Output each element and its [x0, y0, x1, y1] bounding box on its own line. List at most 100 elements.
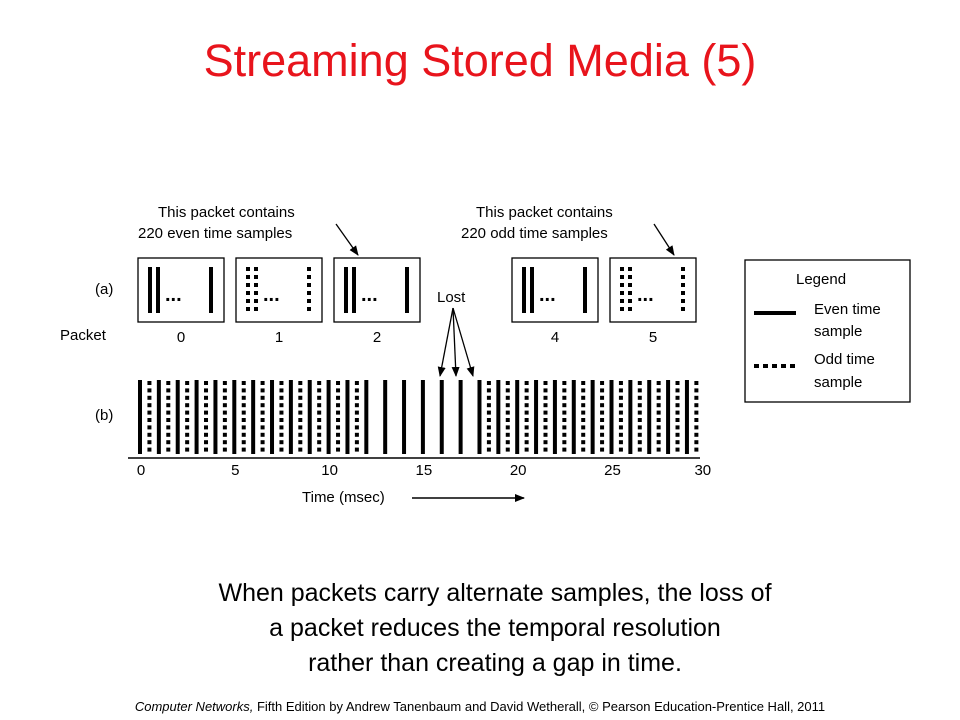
odd-sample-dot — [628, 299, 632, 303]
odd-sample-dot — [307, 275, 311, 279]
caption-line-1: When packets carry alternate samples, th… — [218, 579, 772, 607]
even-sample-bar — [209, 267, 213, 313]
time-tick-25: 25 — [604, 462, 621, 479]
odd-sample-dot — [246, 267, 250, 271]
even-sample-bar — [175, 380, 180, 454]
odd-sample-dot — [307, 291, 311, 295]
odd-sample-dot — [246, 307, 250, 311]
odd-sample-dot — [628, 291, 632, 295]
odd-sample-dot — [246, 299, 250, 303]
odd-sample-dot — [628, 275, 632, 279]
legend-box — [744, 259, 911, 403]
odd-sample-dot — [620, 307, 624, 311]
odd-sample-dot — [620, 267, 624, 271]
even-sample-bar — [288, 380, 293, 454]
lost-label: Lost — [437, 289, 466, 306]
even-sample-bar — [515, 380, 520, 454]
time-tick-5: 5 — [231, 462, 239, 479]
odd-sample-bar — [354, 381, 359, 452]
time-tick-10: 10 — [321, 462, 338, 479]
time-axis-label: Time (msec) — [302, 489, 385, 506]
even-sample-bar — [647, 380, 652, 454]
lost-arrow-2 — [451, 307, 460, 377]
odd-sample-bar — [317, 381, 322, 452]
annotation-even-arrow — [335, 223, 359, 256]
odd-sample-dot — [254, 267, 258, 271]
odd-sample-dot — [307, 299, 311, 303]
odd-sample-dot — [254, 307, 258, 311]
annotation-even-line1: This packet contains — [158, 204, 295, 221]
odd-sample-dot — [254, 275, 258, 279]
packet-number: 2 — [373, 329, 381, 346]
odd-sample-dot — [246, 275, 250, 279]
odd-sample-dot — [681, 299, 685, 303]
even-sample-bar — [684, 380, 689, 454]
even-sample-bar — [148, 267, 152, 313]
packet-2: ...2 — [333, 257, 421, 346]
lost-arrow-3 — [452, 307, 475, 377]
legend-even-label-1: Even time — [814, 301, 881, 318]
even-sample-bar — [156, 380, 161, 454]
sample-timeline — [138, 380, 699, 454]
odd-sample-dot — [307, 267, 311, 271]
odd-sample-dot — [620, 291, 624, 295]
odd-sample-bar — [675, 381, 680, 452]
even-sample-bar — [522, 267, 526, 313]
odd-sample-dot — [620, 283, 624, 287]
packet-4: ...4 — [511, 257, 599, 346]
legend-even-swatch — [754, 311, 796, 315]
even-sample-bar — [666, 380, 671, 454]
even-sample-bar — [194, 380, 199, 454]
even-sample-bar — [232, 380, 237, 454]
odd-sample-dot — [246, 291, 250, 295]
even-sample-bar — [345, 380, 350, 454]
annotation-odd-line2: 220 odd time samples — [461, 225, 608, 242]
odd-sample-bar — [600, 381, 605, 452]
footer-credit: Computer Networks, Fifth Edition by Andr… — [0, 699, 960, 714]
time-tick-20: 20 — [510, 462, 527, 479]
packet-1: ...1 — [235, 257, 323, 346]
odd-sample-dot — [681, 291, 685, 295]
even-sample-bar — [477, 380, 482, 454]
packet-ellipsis: ... — [263, 284, 280, 306]
packet-ellipsis: ... — [637, 284, 654, 306]
even-sample-bar — [156, 267, 160, 313]
even-sample-bar — [364, 380, 369, 454]
odd-sample-bar — [543, 381, 548, 452]
packet-ellipsis: ... — [165, 284, 182, 306]
odd-sample-dot — [628, 283, 632, 287]
odd-sample-dot — [620, 275, 624, 279]
even-sample-bar — [534, 380, 539, 454]
packet-number: 0 — [177, 329, 185, 346]
odd-sample-bar — [166, 381, 171, 452]
odd-sample-bar — [505, 381, 510, 452]
odd-sample-bar — [618, 381, 623, 452]
packet-0: ... 0 — [137, 257, 225, 346]
odd-sample-bar — [694, 381, 699, 452]
odd-sample-bar — [241, 381, 246, 452]
even-sample-bar — [590, 380, 595, 454]
time-tick-0: 0 — [137, 462, 145, 479]
legend-odd-swatch — [754, 364, 795, 368]
legend-title: Legend — [796, 271, 846, 288]
odd-sample-bar — [656, 381, 661, 452]
even-sample-bar — [496, 380, 501, 454]
odd-sample-bar — [185, 381, 190, 452]
odd-sample-dot — [254, 291, 258, 295]
packet-label: Packet — [60, 327, 107, 344]
even-sample-bar — [326, 380, 331, 454]
even-sample-bar — [530, 267, 534, 313]
even-sample-bar — [552, 380, 557, 454]
annotation-even-line2: 220 even time samples — [138, 225, 292, 242]
annotation-odd-line1: This packet contains — [476, 204, 613, 221]
even-sample-bar — [439, 380, 444, 454]
odd-sample-dot — [681, 267, 685, 271]
even-sample-bar — [251, 380, 256, 454]
legend-even-label-2: sample — [814, 323, 862, 340]
odd-sample-dot — [246, 283, 250, 287]
legend-odd-label-2: sample — [814, 374, 862, 391]
odd-sample-dot — [628, 307, 632, 311]
footer-book-title: Computer Networks, — [134, 699, 254, 714]
slide-title: Streaming Stored Media (5) — [203, 35, 757, 86]
